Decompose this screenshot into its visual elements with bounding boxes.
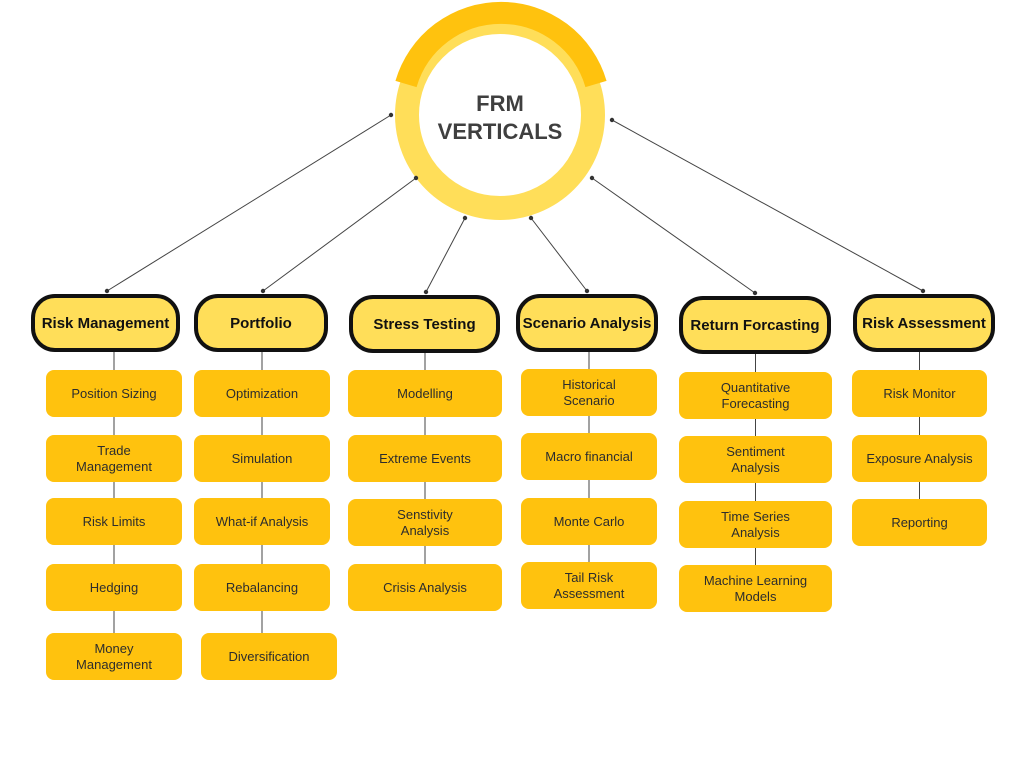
category-item: Monte Carlo [521,498,657,545]
category-item: Risk Monitor [852,370,987,417]
hub-connector-dot [589,175,595,181]
category-risk-assessment: Risk Assessment [853,294,995,352]
category-item: Sentiment Analysis [679,436,832,483]
category-connector-dot [584,288,590,294]
category-item: Trade Management [46,435,182,482]
hub-connector-line [591,177,756,294]
category-connector-dot [423,289,429,295]
hub-connector-dot [388,112,394,118]
category-item: Hedging [46,564,182,611]
category-item: Time Series Analysis [679,501,832,548]
hub-connector-line [611,119,924,292]
category-connector-dot [260,288,266,294]
category-item: Extreme Events [348,435,502,482]
category-item: What-if Analysis [194,498,330,545]
category-item: Rebalancing [194,564,330,611]
category-portfolio: Portfolio [194,294,328,352]
hub-connector-dots [388,112,615,221]
hub-connector-line [106,114,392,292]
category-item: Optimization [194,370,330,417]
hub-connector-dot [413,175,419,181]
category-item: Diversification [201,633,337,680]
hub-ring-dark-arc [395,1,607,88]
hub-connector-dot [462,215,468,221]
hub-connector-line [262,177,417,292]
category-item: Exposure Analysis [852,435,987,482]
category-item: Modelling [348,370,502,417]
category-item: Position Sizing [46,370,182,417]
category-connector-dot [104,288,110,294]
category-item: Macro financial [521,433,657,480]
hub-connector-dot [528,215,534,221]
category-item: Reporting [852,499,987,546]
hub-connector-dot [609,117,615,123]
category-item: Simulation [194,435,330,482]
hub-connector-line [425,217,466,293]
category-item: Senstivity Analysis [348,499,502,546]
category-stress-testing: Stress Testing [349,295,500,353]
hub-title: FRM VERTICALS [437,91,563,144]
category-connector-dot [752,290,758,296]
category-connector-dot [920,288,926,294]
category-item: Money Management [46,633,182,680]
hub-connector-line [530,217,588,292]
category-item: Tail Risk Assessment [521,562,657,609]
category-risk-management: Risk Management [31,294,180,352]
category-scenario-analysis: Scenario Analysis [516,294,658,352]
category-item: Risk Limits [46,498,182,545]
category-item: Crisis Analysis [348,564,502,611]
category-item: Machine Learning Models [679,565,832,612]
category-item: Quantitative Forecasting [679,372,832,419]
category-return-forcasting: Return Forcasting [679,296,831,354]
category-item: Historical Scenario [521,369,657,416]
